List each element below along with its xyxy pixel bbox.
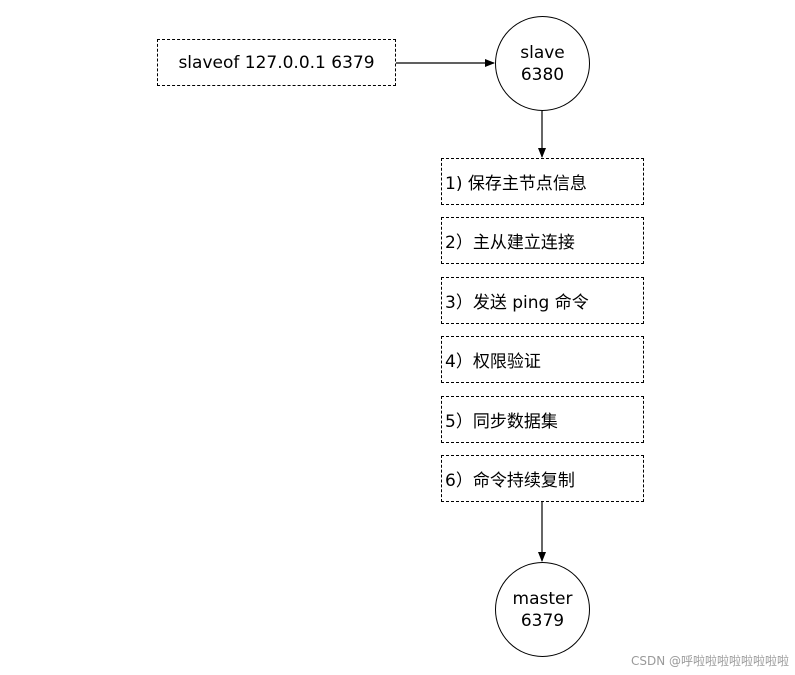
slave-node-port: 6380 xyxy=(520,64,565,85)
watermark: CSDN @呼啦啦啦啦啦啦啦啦 xyxy=(630,654,789,668)
slave-node-label: slave xyxy=(520,42,565,63)
master-node-label: master xyxy=(512,588,573,609)
step-4-label: 4）权限验证 xyxy=(445,352,541,372)
step-1-box: 1) 保存主节点信息 xyxy=(441,158,644,205)
step-5-label: 5）同步数据集 xyxy=(445,412,558,432)
step-5-box: 5）同步数据集 xyxy=(441,396,644,443)
step-6-label: 6）命令持续复制 xyxy=(445,471,575,491)
step-2-box: 2）主从建立连接 xyxy=(441,217,644,264)
command-text: slaveof 127.0.0.1 6379 xyxy=(178,52,375,73)
step-4-box: 4）权限验证 xyxy=(441,336,644,383)
step-1-label: 1) 保存主节点信息 xyxy=(445,174,587,194)
master-node-port: 6379 xyxy=(520,610,565,631)
master-node: master 6379 xyxy=(495,562,590,657)
command-box: slaveof 127.0.0.1 6379 xyxy=(157,39,396,86)
step-2-label: 2）主从建立连接 xyxy=(445,233,575,253)
step-6-box: 6）命令持续复制 xyxy=(441,455,644,502)
step-3-label: 3）发送 ping 命令 xyxy=(445,293,589,313)
slave-node: slave 6380 xyxy=(495,16,590,111)
step-3-box: 3）发送 ping 命令 xyxy=(441,277,644,324)
